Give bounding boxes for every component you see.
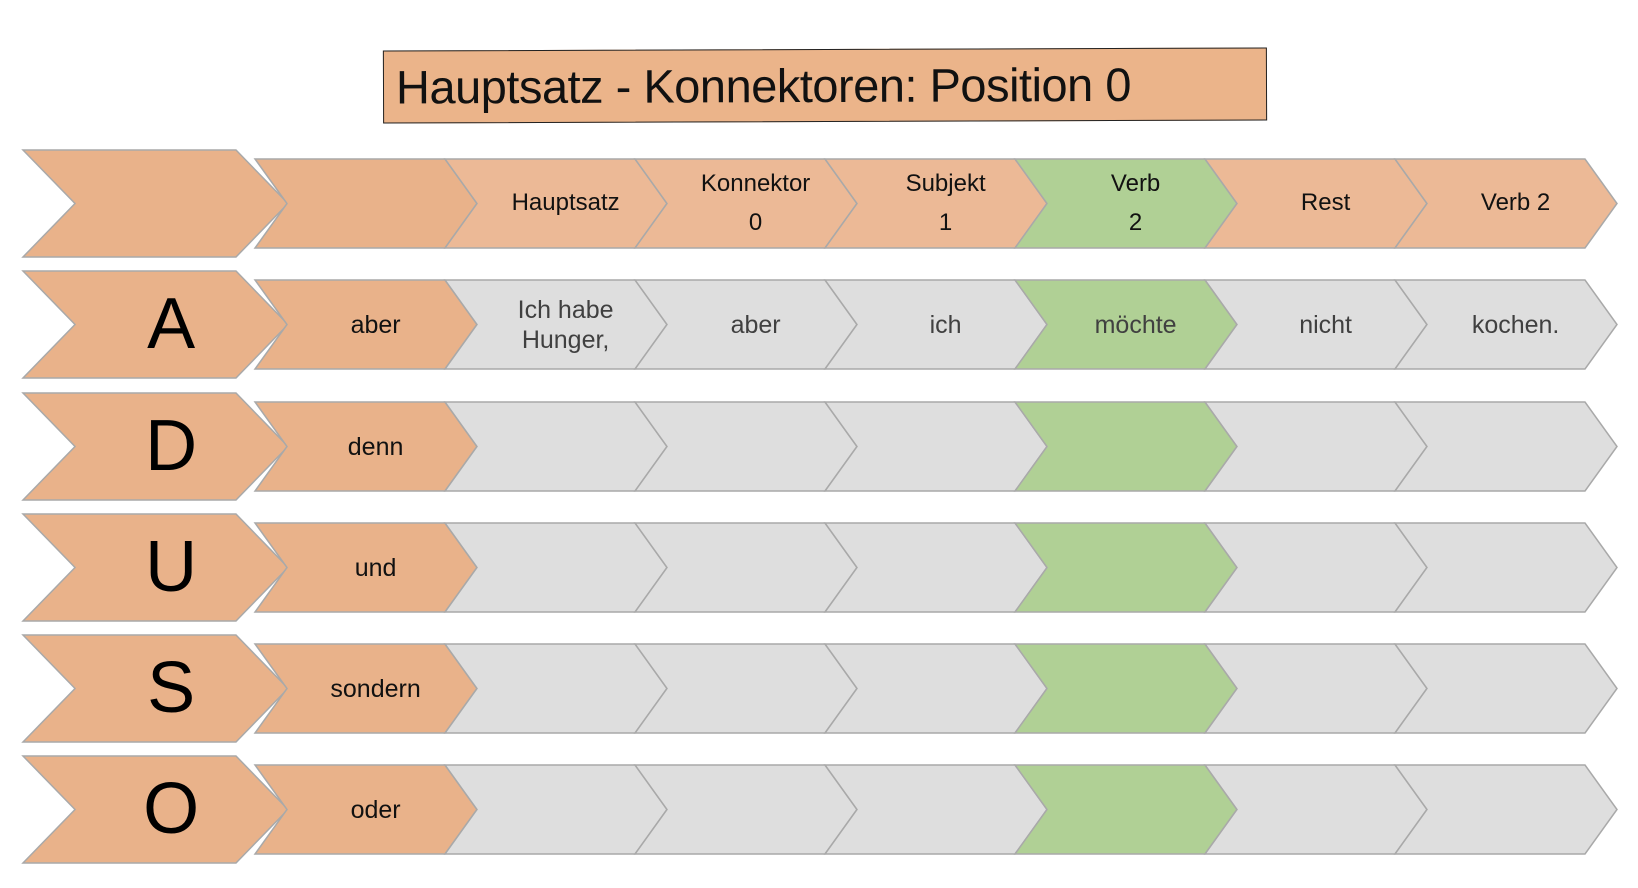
chevron-label: Hunger, (521, 325, 610, 354)
sentence-cell (1393, 522, 1618, 613)
chevron-label: Konnektor (700, 169, 811, 197)
title-banner: Hauptsatz - Konnektoren: Position 0 (382, 47, 1268, 124)
chevron-shape (21, 149, 290, 258)
page-title: Hauptsatz - Konnektoren: Position 0 (395, 57, 1132, 114)
sentence-cell (1013, 522, 1238, 613)
chevron-label: 0 (748, 208, 763, 236)
sentence-cell: aber (633, 279, 858, 370)
sentence-cell (443, 522, 668, 613)
sentence-cell (1203, 643, 1428, 734)
chevron-label: U (145, 527, 198, 608)
chevron-label: sondern (330, 674, 421, 703)
chevron-label: 1 (938, 208, 953, 236)
chevron-shape (21, 392, 290, 501)
sentence-cell (443, 764, 668, 855)
chevron-label: ich (929, 310, 962, 339)
chevron-shape (21, 755, 290, 864)
header-cell-hauptsatz: Hauptsatz (443, 158, 668, 249)
sentence-cell: kochen. (1393, 279, 1618, 370)
header-cell-rest: Rest (1203, 158, 1428, 249)
chevron-label: Ich habe (517, 295, 614, 324)
sentence-cell (1203, 522, 1428, 613)
sentence-cell (443, 643, 668, 734)
chevron-label: Subjekt (905, 169, 986, 197)
sentence-cell (823, 764, 1048, 855)
header-letter-chevron (21, 149, 290, 258)
letter-chevron-d: D (21, 392, 290, 501)
chevron-shape (1393, 764, 1618, 855)
header-cell-verb-2: Verb 2 (1393, 158, 1618, 249)
header-cell-konnektor: Konnektor 0 (633, 158, 858, 249)
sentence-cell (1013, 643, 1238, 734)
sentence-cell (633, 522, 858, 613)
chevron-shape (1393, 643, 1618, 734)
chevron-shape (1393, 279, 1618, 370)
letter-chevron-o: O (21, 755, 290, 864)
chevron-label: oder (350, 795, 401, 824)
sentence-cell (1013, 401, 1238, 492)
chevron-shape (21, 270, 290, 379)
letter-chevron-u: U (21, 513, 290, 622)
connector-chevron-oder: oder (253, 764, 478, 855)
header-cell-subjekt: Subjekt 1 (823, 158, 1048, 249)
header-cell-verb: Verb 2 (1013, 158, 1238, 249)
sentence-cell (1393, 643, 1618, 734)
sentence-cell (823, 522, 1048, 613)
chevron-label: S (147, 648, 196, 729)
chevron-shape (1393, 158, 1618, 249)
chevron-shape (1393, 401, 1618, 492)
chevron-shape (21, 634, 290, 743)
chevron-label: möchte (1094, 310, 1177, 339)
letter-chevron-a: A (21, 270, 290, 379)
chevron-label: kochen. (1471, 310, 1560, 339)
chevron-label: denn (347, 432, 404, 461)
chevron-label: A (147, 284, 196, 365)
sentence-cell: nicht (1203, 279, 1428, 370)
chevron-label: Hauptsatz (511, 189, 620, 217)
sentence-cell: möchte (1013, 279, 1238, 370)
sentence-cell (633, 643, 858, 734)
chevron-label: 2 (1128, 208, 1143, 236)
chevron-label: O (143, 769, 200, 850)
sentence-cell (1013, 764, 1238, 855)
sentence-cell: ich (823, 279, 1048, 370)
sentence-cell (633, 401, 858, 492)
chevron-label: aber (350, 310, 401, 339)
sentence-cell (1203, 764, 1428, 855)
chevron-label: nicht (1299, 310, 1352, 339)
chevron-label: Verb 2 (1480, 189, 1551, 217)
chevron-shape (21, 513, 290, 622)
connector-chevron-und: und (253, 522, 478, 613)
connector-chevron-sondern: sondern (253, 643, 478, 734)
sentence-cell (1203, 401, 1428, 492)
sentence-cell (633, 764, 858, 855)
letter-chevron-s: S (21, 634, 290, 743)
sentence-cell (443, 401, 668, 492)
chevron-label: Rest (1300, 189, 1351, 217)
connector-chevron-denn: denn (253, 401, 478, 492)
header-cell-blank (253, 158, 478, 249)
chevron-label: aber (730, 310, 781, 339)
sentence-cell (823, 643, 1048, 734)
chevron-label: Verb (1110, 169, 1161, 197)
chevron-label: D (145, 406, 198, 487)
connector-chevron-aber: aber (253, 279, 478, 370)
sentence-cell (1393, 401, 1618, 492)
chevron-label: und (354, 553, 397, 582)
sentence-cell (1393, 764, 1618, 855)
chevron-shape (1393, 522, 1618, 613)
sentence-cell (823, 401, 1048, 492)
